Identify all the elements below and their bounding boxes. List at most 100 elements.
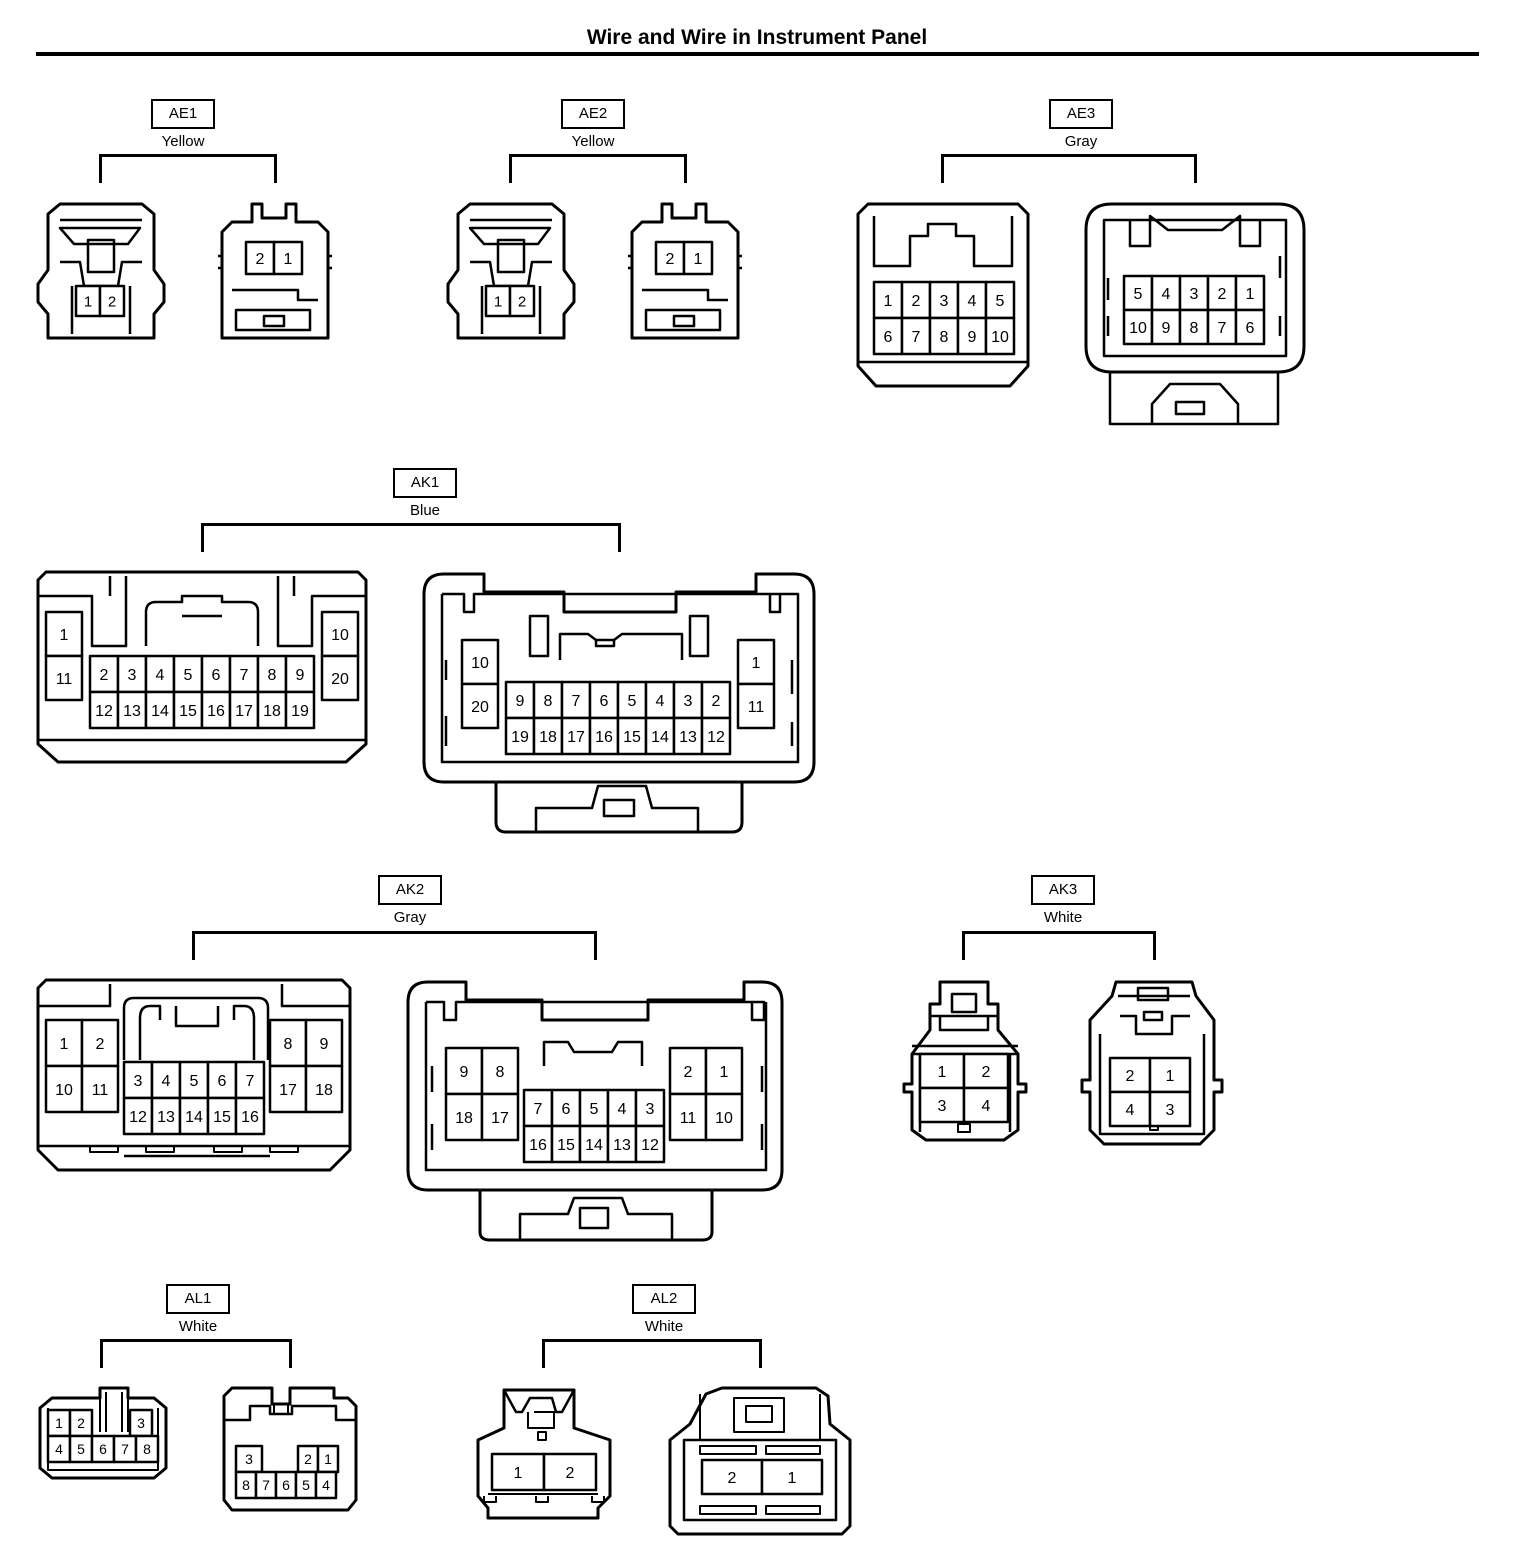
pin-number-ak1-right-1: 1: [752, 655, 761, 672]
pin-number-ak1-right-17: 17: [567, 729, 585, 746]
pin-cell-ak2-left-7: [234, 1060, 266, 1100]
pin-number-ak2-right-17: 17: [491, 1110, 509, 1127]
pin-number-ak1-right-18: 18: [539, 729, 557, 746]
connector-tag-al1: AL1: [166, 1284, 230, 1314]
connector-ae3-left: [856, 202, 1030, 388]
pin-cell-ae3-left-2: [900, 280, 932, 320]
pin-number-ae3-right-7: 7: [1218, 320, 1227, 337]
pin-cell-ae3-left-10: [984, 316, 1016, 356]
connector-tag-ae2: AE2: [561, 99, 625, 129]
pin-number-ae3-right-4: 4: [1162, 286, 1171, 303]
pin-number-ak1-left-15: 15: [179, 703, 197, 720]
pin-number-ae3-left-8: 8: [940, 329, 949, 346]
pin-cell-ak1-right-12: [700, 716, 732, 756]
pin-number-ae3-left-1: 1: [884, 293, 893, 310]
connector-bracket-ae1: [99, 154, 277, 183]
pin-cell-al2-left-2: [542, 1452, 598, 1492]
pin-cell-ak3-right-2: [1108, 1056, 1152, 1094]
pin-cell-ae3-right-9: [1150, 308, 1182, 346]
pin-number-al1-left-8: 8: [143, 1441, 151, 1457]
pin-number-ak2-left-6: 6: [218, 1073, 227, 1090]
connector-tag-ae3: AE3: [1049, 99, 1113, 129]
pin-number-ak2-left-10: 10: [55, 1082, 73, 1099]
pin-number-ak1-left-5: 5: [184, 667, 193, 684]
pin-number-ak3-left-3: 3: [938, 1098, 947, 1115]
connector-bracket-ak2: [192, 931, 597, 960]
connector-ak2-left: [36, 978, 352, 1172]
pin-cell-ak1-left-2: [88, 654, 120, 694]
connector-tag-ae1: AE1: [151, 99, 215, 129]
pin-number-ak1-right-2: 2: [712, 693, 721, 710]
pin-number-al1-right-3: 3: [245, 1451, 253, 1467]
pin-number-ak1-right-8: 8: [544, 693, 553, 710]
pin-cell-ak1-right-5: [616, 680, 648, 720]
pin-cell-ak1-right-11: [736, 682, 776, 730]
pin-number-ak1-right-13: 13: [679, 729, 697, 746]
pin-cell-ak1-right-6: [588, 680, 620, 720]
connector-al1-right: [222, 1386, 358, 1512]
pin-number-ae3-left-4: 4: [968, 293, 977, 310]
pin-number-ae3-left-7: 7: [912, 329, 921, 346]
pin-number-ae2-right-2: 2: [666, 251, 675, 268]
pin-number-ak2-left-11: 11: [92, 1082, 109, 1099]
pin-number-ak1-right-14: 14: [651, 729, 669, 746]
pin-cell-ak2-right-13: [606, 1124, 638, 1164]
pin-cell-ae3-right-6: [1234, 308, 1266, 346]
pin-number-ak1-right-20: 20: [471, 699, 489, 716]
pin-cell-ak1-left-13: [116, 690, 148, 730]
pin-number-ak1-right-5: 5: [628, 693, 637, 710]
pin-cell-ak2-right-1: [704, 1046, 744, 1096]
pin-number-ak3-left-4: 4: [982, 1098, 991, 1115]
pin-number-ak2-left-5: 5: [190, 1073, 199, 1090]
title-rule: [36, 52, 1479, 56]
connector-color-ae1: Yellow: [161, 133, 205, 150]
pin-number-ak1-left-12: 12: [95, 703, 113, 720]
pin-cell-ak2-left-5: [178, 1060, 210, 1100]
pin-number-al1-right-7: 7: [262, 1477, 270, 1493]
connector-bracket-al1: [100, 1339, 292, 1368]
pin-number-ae3-left-2: 2: [912, 293, 921, 310]
connector-tag-ak3: AK3: [1031, 875, 1095, 905]
pin-number-ak2-right-11: 11: [680, 1110, 697, 1127]
pin-number-ak2-right-5: 5: [590, 1101, 599, 1118]
pin-number-ak2-left-8: 8: [284, 1036, 293, 1053]
pin-cell-ae3-right-3: [1178, 274, 1210, 312]
connector-ak1-right: [422, 572, 816, 834]
pin-cell-al1-right-4: [314, 1470, 338, 1500]
pin-number-ak2-right-12: 12: [641, 1137, 659, 1154]
pin-cell-ak1-right-1: [736, 638, 776, 686]
pin-number-ak3-right-2: 2: [1126, 1068, 1135, 1085]
pin-number-ak1-left-4: 4: [156, 667, 165, 684]
pin-cell-ak2-left-6: [206, 1060, 238, 1100]
pin-number-ak2-left-18: 18: [315, 1082, 333, 1099]
pin-cell-ae3-right-5: [1122, 274, 1154, 312]
pin-cell-ak2-right-10: [704, 1092, 744, 1142]
pin-number-ak2-right-10: 10: [715, 1110, 733, 1127]
pin-number-ak2-left-12: 12: [129, 1109, 147, 1126]
pin-number-ak2-right-14: 14: [585, 1137, 603, 1154]
pin-cell-ak2-left-9: [304, 1018, 344, 1068]
pin-number-al2-right-1: 1: [788, 1470, 797, 1487]
connector-bracket-ak1: [201, 523, 621, 552]
pin-number-ak2-left-15: 15: [213, 1109, 231, 1126]
pin-cell-ak2-right-16: [522, 1124, 554, 1164]
pin-number-al1-left-6: 6: [99, 1441, 107, 1457]
pin-number-ak2-left-14: 14: [185, 1109, 203, 1126]
pin-number-ae3-right-8: 8: [1190, 320, 1199, 337]
connector-ae3-right: [1084, 202, 1306, 426]
connector-ae2-right: [628, 202, 742, 340]
pin-number-ak1-right-19: 19: [511, 729, 529, 746]
pin-cell-ak2-left-8: [268, 1018, 308, 1068]
pin-number-ak2-right-9: 9: [460, 1064, 469, 1081]
pin-number-ae3-left-6: 6: [884, 329, 893, 346]
pin-number-ak2-right-8: 8: [496, 1064, 505, 1081]
connector-color-ak1: Blue: [409, 502, 441, 519]
pin-number-al1-left-3: 3: [137, 1415, 145, 1431]
pin-number-ae3-left-5: 5: [996, 293, 1005, 310]
pin-cell-ak1-right-9: [504, 680, 536, 720]
pin-number-al1-left-5: 5: [77, 1441, 85, 1457]
pin-number-ak2-right-15: 15: [557, 1137, 575, 1154]
pin-cell-ak1-left-1: [44, 610, 84, 658]
pin-number-ak1-left-6: 6: [212, 667, 221, 684]
connector-color-ak2: Gray: [393, 909, 427, 926]
